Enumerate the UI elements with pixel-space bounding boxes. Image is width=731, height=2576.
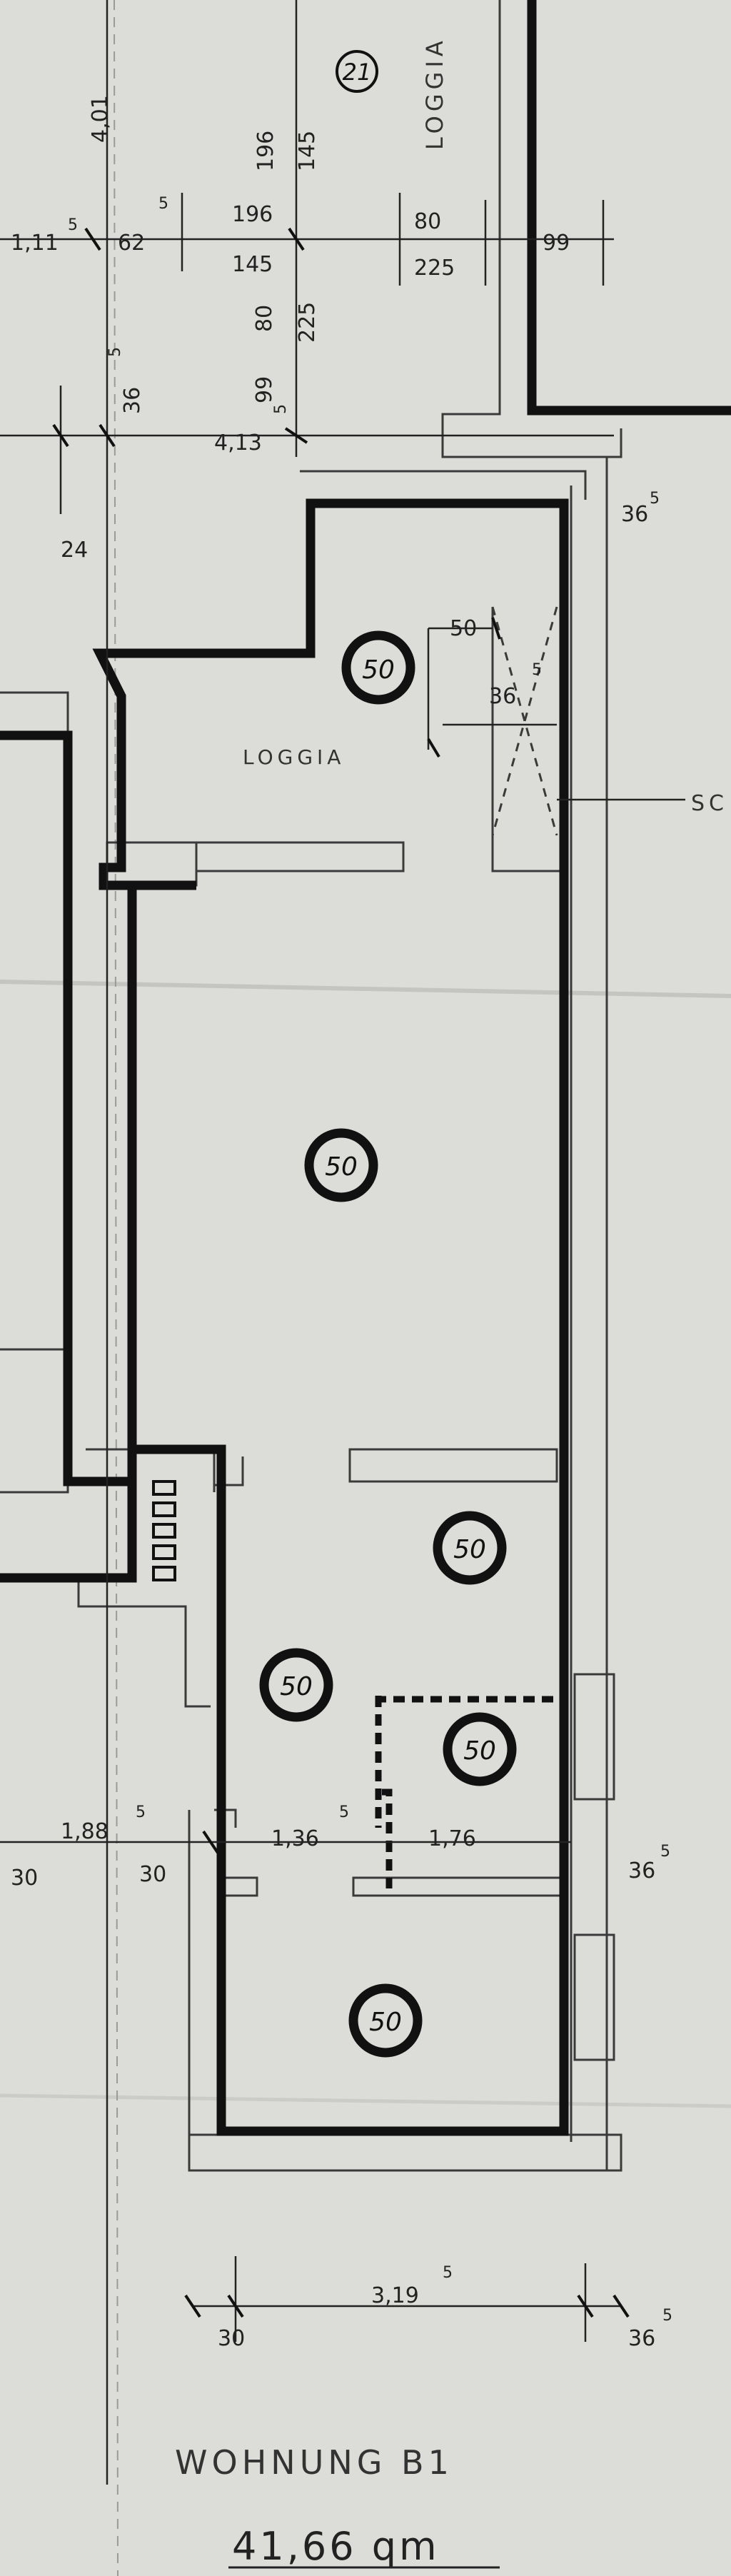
- dim-1-11: 1,11: [11, 231, 59, 256]
- dim-99-vertical: 99: [252, 376, 277, 403]
- dim-3-19: 3,19: [371, 2283, 419, 2308]
- mark-right-upper: 50: [433, 1511, 507, 1585]
- paper-fold: [0, 2093, 731, 2108]
- dim-99: 99: [543, 231, 570, 256]
- dim-225-vertical: 225: [295, 302, 320, 343]
- svg-text:50: 50: [453, 1535, 486, 1564]
- mark-main-room: 50: [304, 1128, 378, 1202]
- mark-top: 21: [336, 50, 378, 93]
- mark-right-lower: 50: [443, 1712, 517, 1786]
- room-label-loggia-top: LOGGIA: [421, 36, 448, 150]
- dim-4-13-sup: 5: [272, 404, 290, 414]
- dim-3-19-sup: 5: [443, 2264, 453, 2282]
- dim-36-lower-right-sup: 5: [660, 1843, 670, 1861]
- svg-text:50: 50: [463, 1736, 496, 1766]
- svg-text:21: 21: [343, 59, 372, 86]
- room-label-loggia: LOGGIA: [243, 745, 345, 769]
- dim-36-lower-right: 36: [628, 1858, 655, 1883]
- dim-36-loggia: 36: [489, 684, 516, 709]
- dim-4-13: 4,13: [214, 431, 262, 456]
- svg-text:50: 50: [280, 1672, 313, 1701]
- dimension-ticks: [52, 227, 630, 2318]
- dim-225: 225: [414, 256, 455, 281]
- dim-36-bottom-sup: 5: [662, 2307, 672, 2325]
- dim-1-76: 1,76: [428, 1826, 476, 1851]
- room-marks: 21 50 50 50 50 50 50: [259, 50, 517, 2058]
- dim-1-36-sup: 5: [339, 1803, 349, 1821]
- dim-196-vertical: 196: [253, 131, 278, 171]
- dim-80-vertical: 80: [252, 305, 277, 332]
- dim-30-left: 30: [11, 1866, 38, 1891]
- dim-62: 62: [118, 231, 145, 256]
- dimension-lines: [0, 0, 685, 2485]
- dim-1-88: 1,88: [61, 1819, 109, 1844]
- dim-36-bottom: 36: [628, 2326, 655, 2351]
- dim-145-vertical: 145: [295, 131, 320, 171]
- dim-36-vertical: 36: [120, 387, 145, 414]
- dim-4-01: 4,01: [88, 95, 113, 143]
- dimension-labels: 4,01 1,11 5 62 5 196 145 196 145 80 225 …: [11, 95, 672, 2351]
- svg-text:50: 50: [369, 2008, 402, 2037]
- vent-shaft-icon: [152, 1480, 176, 1581]
- paper-fold: [0, 980, 731, 998]
- dim-36-loggia-sup: 5: [532, 661, 542, 679]
- dim-30-bottom: 30: [218, 2326, 245, 2351]
- dashed-partitions: [375, 1696, 557, 1888]
- dim-145: 145: [232, 252, 273, 277]
- dim-80: 80: [414, 209, 441, 234]
- dim-36-vertical-sup: 5: [106, 347, 124, 357]
- edge-label: SC: [691, 791, 728, 816]
- apartment-name: WOHNUNG B1: [175, 2443, 453, 2482]
- dim-36-right: 36: [621, 502, 648, 527]
- dim-50: 50: [450, 616, 477, 641]
- dim-30-mid: 30: [139, 1862, 166, 1887]
- dim-36-right-sup: 5: [650, 490, 660, 508]
- svg-text:50: 50: [325, 1152, 358, 1182]
- dim-24: 24: [61, 538, 88, 563]
- apartment-area: 41,66 qm: [232, 2524, 440, 2569]
- dim-1-88-sup: 5: [136, 1803, 146, 1821]
- dim-1-36: 1,36: [271, 1826, 319, 1851]
- dim-62-sup: 5: [158, 195, 168, 213]
- paper-fold-vertical: [114, 0, 119, 2576]
- mark-bottom: 50: [348, 1983, 423, 2058]
- svg-text:50: 50: [362, 655, 395, 685]
- mark-loggia: 50: [341, 630, 415, 705]
- mark-left-lower: 50: [259, 1648, 333, 1722]
- dim-196: 196: [232, 202, 273, 227]
- dim-1-11-sup: 5: [68, 216, 78, 234]
